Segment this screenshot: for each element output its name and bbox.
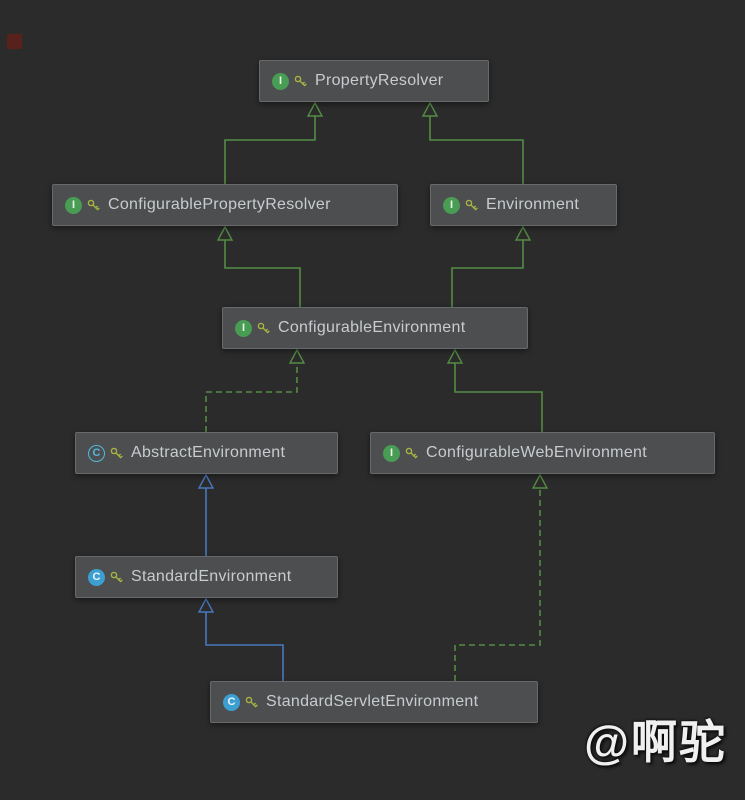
interface-icon: I	[383, 444, 400, 462]
edge-configurablepropertyresolver-propertyresolver	[224, 101, 324, 184]
key-icon	[110, 447, 123, 458]
node-label: StandardEnvironment	[131, 568, 292, 585]
edge-standardservletenvironment-configurablewebenvironment	[454, 473, 549, 681]
edge-configurableenvironment-configurablepropertyresolver	[216, 225, 301, 307]
key-icon	[87, 199, 100, 210]
edge-configurablewebenvironment-configurableenvironment	[446, 348, 543, 432]
edge-environment-propertyresolver	[421, 101, 524, 184]
edge-standardenvironment-abstractenvironment	[197, 473, 215, 556]
node-abstractenvironment[interactable]: C AbstractEnvironment	[75, 432, 338, 474]
class-icon: C	[223, 693, 240, 711]
red-artifact	[7, 34, 22, 49]
interface-icon: I	[65, 196, 82, 214]
interface-icon: I	[443, 196, 460, 214]
edge-configurableenvironment-environment	[451, 225, 532, 307]
node-label: ConfigurablePropertyResolver	[108, 196, 331, 213]
key-icon	[465, 199, 478, 210]
key-icon	[110, 571, 123, 582]
node-configurablewebenvironment[interactable]: I ConfigurableWebEnvironment	[370, 432, 715, 474]
node-standardenvironment[interactable]: C StandardEnvironment	[75, 556, 338, 598]
edge-abstractenvironment-configurableenvironment	[205, 348, 306, 432]
key-icon	[405, 447, 418, 458]
interface-icon: I	[272, 72, 289, 90]
node-propertyresolver[interactable]: I PropertyResolver	[259, 60, 489, 102]
node-environment[interactable]: I Environment	[430, 184, 617, 226]
node-standardservletenvironment[interactable]: C StandardServletEnvironment	[210, 681, 538, 723]
node-label: Environment	[486, 196, 580, 213]
node-label: ConfigurableWebEnvironment	[426, 444, 647, 461]
node-label: AbstractEnvironment	[131, 444, 286, 461]
class-icon: C	[88, 568, 105, 586]
node-configurableenvironment[interactable]: I ConfigurableEnvironment	[222, 307, 528, 349]
node-label: PropertyResolver	[315, 72, 444, 89]
interface-icon: I	[235, 319, 252, 337]
node-label: ConfigurableEnvironment	[278, 319, 466, 336]
watermark: @啊驼	[584, 716, 727, 768]
node-configurablepropertyresolver[interactable]: I ConfigurablePropertyResolver	[52, 184, 398, 226]
edge-standardservletenvironment-standardenvironment	[197, 597, 284, 681]
abstract-class-icon: C	[88, 444, 105, 462]
node-label: StandardServletEnvironment	[266, 693, 479, 710]
key-icon	[257, 322, 270, 333]
key-icon	[294, 75, 307, 86]
key-icon	[245, 696, 258, 707]
